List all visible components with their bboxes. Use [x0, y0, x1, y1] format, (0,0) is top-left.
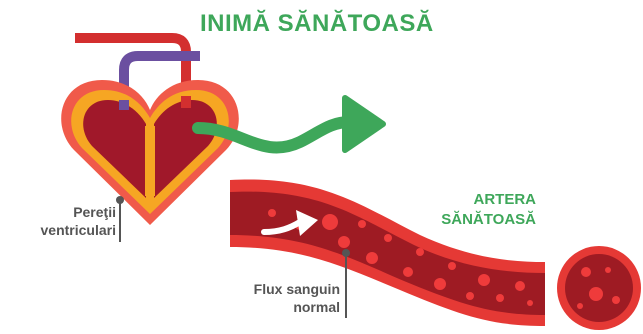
blood-cell: [322, 214, 338, 230]
blood-cell: [478, 274, 490, 286]
blood-flow-label: Flux sanguin normal: [200, 280, 340, 316]
walls-label-line2: ventriculari: [20, 221, 116, 239]
blood-cell: [581, 267, 591, 277]
blood-cell: [448, 262, 456, 270]
arrow-head-icon: [345, 98, 383, 150]
ventricular-walls-label: Pereţii ventriculari: [20, 203, 116, 239]
artery-label-line2: SĂNĂTOASĂ: [410, 210, 536, 230]
artery-label-line1: ARTERA: [410, 190, 536, 210]
blood-cell: [366, 252, 378, 264]
page-title: INIMĂ SĂNĂTOASĂ: [200, 10, 460, 38]
blood-cell: [384, 234, 392, 242]
blood-cell: [515, 281, 525, 291]
blood-cell: [605, 267, 611, 273]
blood-cell: [527, 300, 533, 306]
artery-label: ARTERA SĂNĂTOASĂ: [410, 190, 536, 230]
walls-label-line1: Pereţii: [20, 203, 116, 221]
flow-label-line2: normal: [200, 298, 340, 316]
blood-cell: [577, 303, 583, 309]
blood-cell: [416, 248, 424, 256]
flow-label-line1: Flux sanguin: [200, 280, 340, 298]
blood-cell: [403, 267, 413, 277]
blood-cell: [434, 278, 446, 290]
blood-cell: [496, 294, 504, 302]
blood-cell: [466, 292, 474, 300]
blood-cell: [268, 209, 276, 217]
blood-cell: [589, 287, 603, 301]
blood-cell: [338, 236, 350, 248]
blood-cell: [612, 296, 620, 304]
artery-cross-section: [557, 246, 641, 330]
blood-cell: [358, 220, 366, 228]
